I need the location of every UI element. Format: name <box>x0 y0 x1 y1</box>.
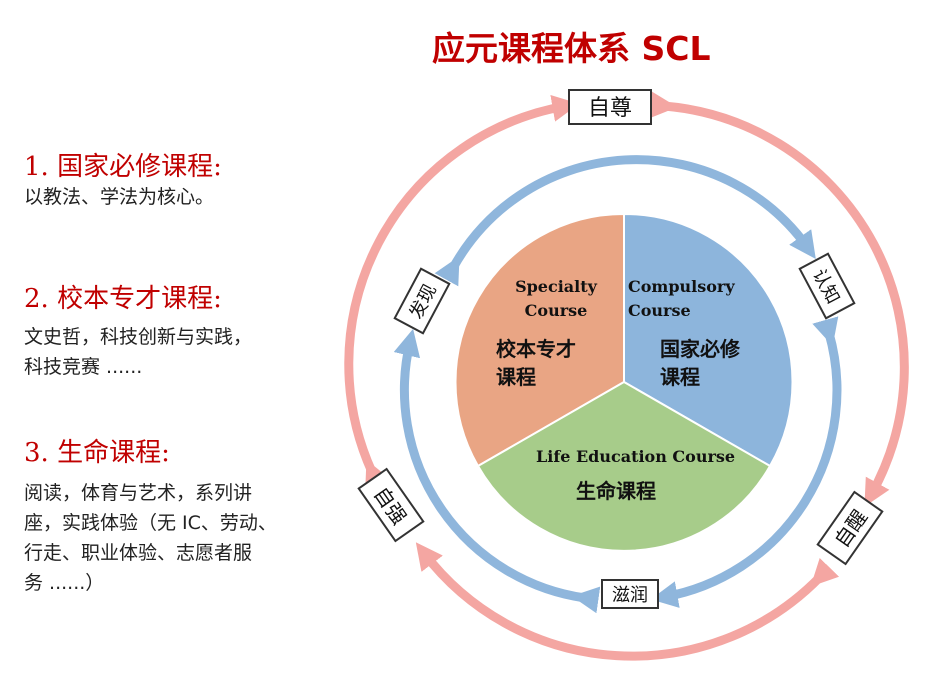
specialty-en-label: Specialty <box>515 277 598 296</box>
section-1-line: 以教法、学法为核心。 <box>24 186 215 208</box>
ring-label-left-upper: 发现 <box>393 267 451 335</box>
ring-label-left-lower: 自强 <box>357 467 425 543</box>
section-2-body: 文史哲，科技创新与实践， 科技竞赛 ...... <box>24 322 344 382</box>
section-3-body: 阅读，体育与艺术，系列讲 座，实践体验（无 IC、劳动、 行走、职业体验、志愿者… <box>24 478 344 598</box>
page-title: 应元课程体系 SCL <box>432 29 711 68</box>
ring-label-right-lower: 自醒 <box>816 490 884 566</box>
section-3-line: 座，实践体验（无 IC、劳动、 <box>24 512 277 534</box>
pie-slice-specialty <box>454 212 625 468</box>
ring-label-right-upper: 认知 <box>798 252 856 320</box>
ring-label-text: 滋润 <box>612 585 648 606</box>
ring-label-text: 自尊 <box>588 96 632 121</box>
specialty-zh-label: 课程 <box>496 365 536 389</box>
section-2-line: 科技竞赛 ...... <box>24 356 143 378</box>
ring-label-top: 自尊 <box>568 89 652 125</box>
section-3-line: 行走、职业体验、志愿者服 <box>24 542 253 564</box>
outer-ring-arc <box>344 95 580 490</box>
life-zh-label: 生命课程 <box>576 479 656 503</box>
pie-slice-life <box>476 380 772 552</box>
compulsory-en-label: Course <box>628 301 691 320</box>
life-en-label: Life Education Course <box>536 447 735 466</box>
specialty-en-label: Course <box>525 301 588 320</box>
inner-ring-arc <box>393 328 601 614</box>
section-3-line: 务 ......） <box>24 572 105 594</box>
specialty-zh-label: 校本专才 <box>496 337 576 361</box>
section-1-heading: 1. 国家必修课程: <box>24 152 222 182</box>
section-1-body: 以教法、学法为核心。 <box>24 182 344 212</box>
inner-ring-arc <box>434 155 816 287</box>
compulsory-zh-label: 课程 <box>660 365 700 389</box>
compulsory-zh-label: 国家必修 <box>660 337 741 361</box>
outer-ring-arc <box>649 91 909 507</box>
ring-label-bottom: 滋润 <box>601 579 659 609</box>
compulsory-en-label: Compulsory <box>628 277 735 296</box>
inner-ring-arc <box>650 316 842 608</box>
pie-slice-compulsory <box>623 212 794 468</box>
section-2-heading: 2. 校本专才课程: <box>24 284 222 314</box>
section-3-line: 阅读，体育与艺术，系列讲 <box>24 482 253 504</box>
section-2-line: 文史哲，科技创新与实践， <box>24 326 253 348</box>
section-3-heading: 3. 生命课程: <box>24 438 170 468</box>
